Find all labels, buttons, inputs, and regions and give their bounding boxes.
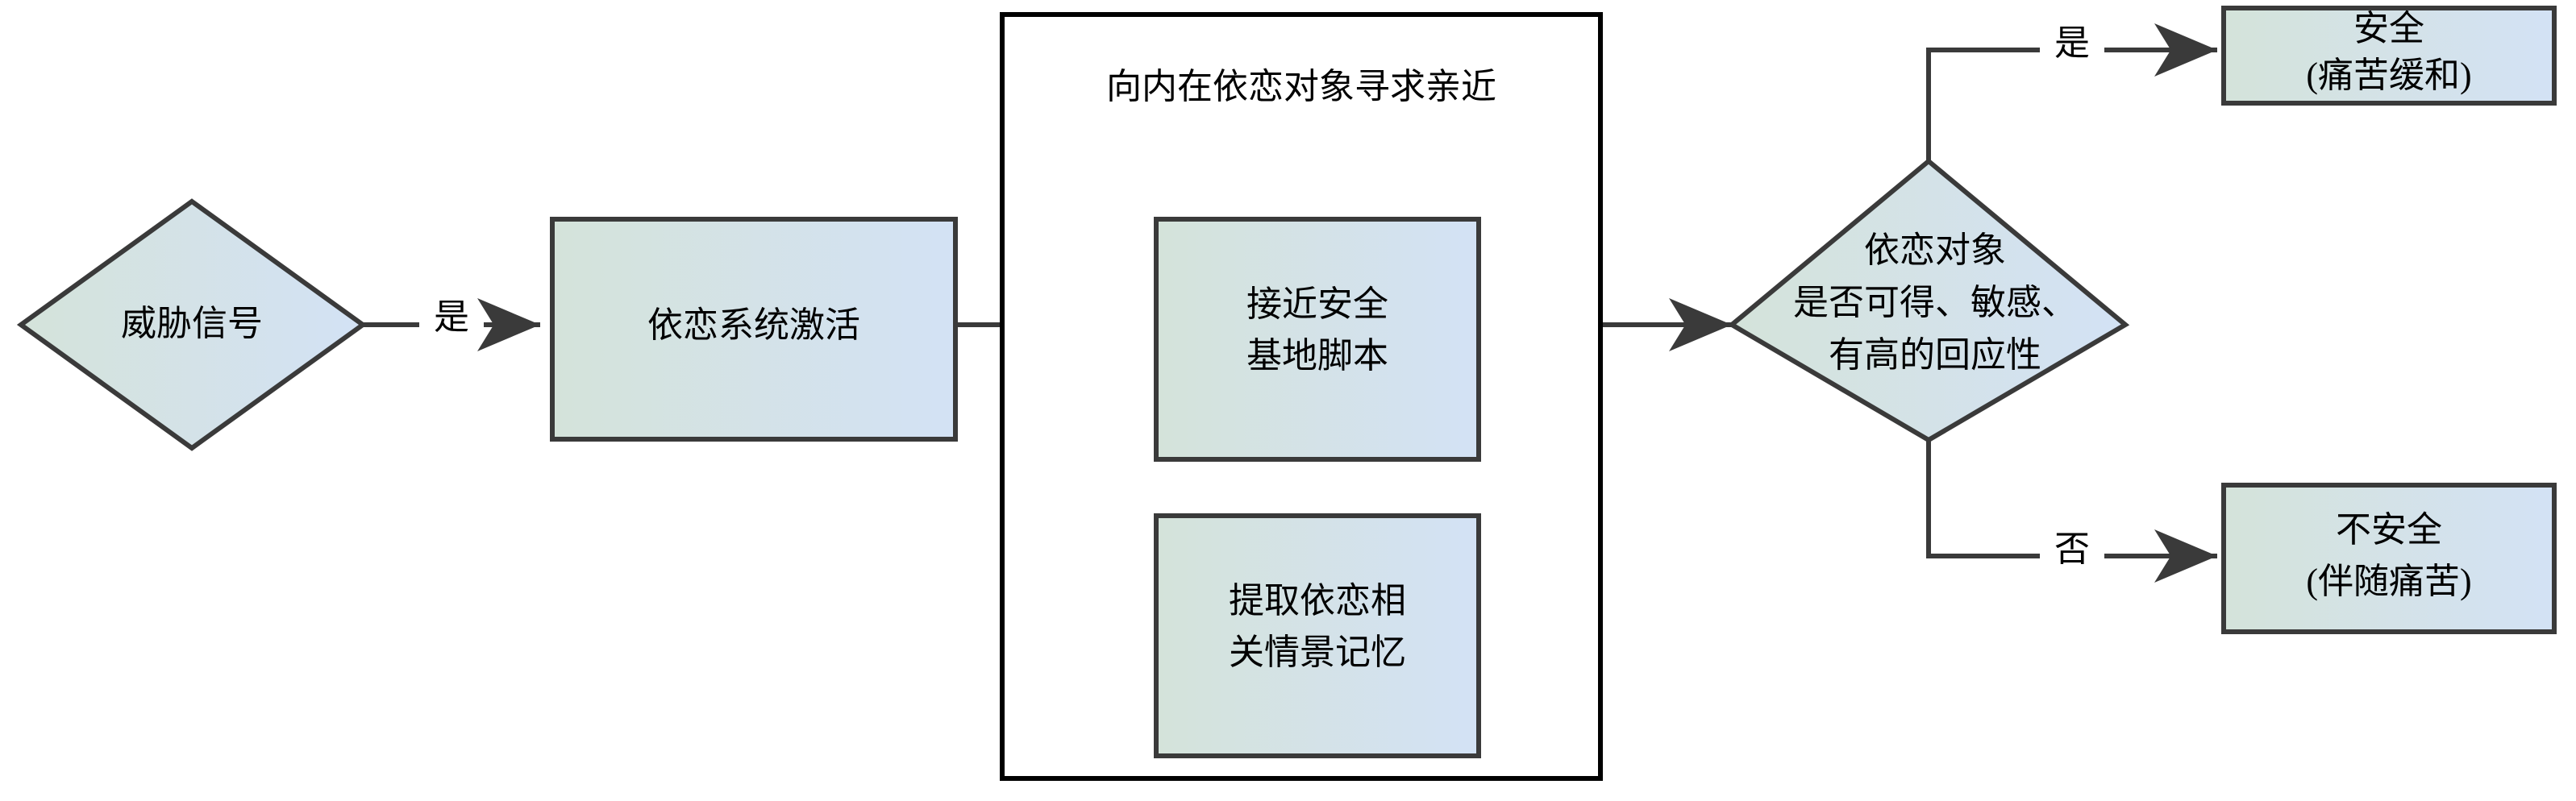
node-episodic-memory[interactable]: 提取依恋相 关情景记忆 [1154, 513, 1481, 758]
container-header-label: 向内在依恋对象寻求亲近 [1106, 67, 1496, 106]
edge-threat-to-activation: 是 [363, 297, 540, 351]
secure-base-script-line1: 接近安全 [1246, 284, 1388, 324]
node-secure-outcome[interactable]: 安全 (痛苦缓和) [2221, 6, 2557, 106]
node-insecure-outcome[interactable]: 不安全 (伴随痛苦) [2221, 483, 2557, 634]
node-secure-base-script[interactable]: 接近安全 基地脚本 [1154, 217, 1481, 462]
node-attachment-activation[interactable]: 依恋系统激活 [550, 217, 958, 442]
insecure-outcome-line2: (伴随痛苦) [2306, 562, 2471, 601]
edge-label-threat-yes: 是 [434, 297, 469, 337]
edge-label-decision-yes: 是 [2054, 23, 2090, 63]
secure-base-script-line2: 基地脚本 [1246, 336, 1388, 376]
edge-label-decision-no: 否 [2054, 529, 2090, 569]
episodic-memory-line2: 关情景记忆 [1229, 633, 1406, 672]
node-threat-signal[interactable]: 威胁信号 [16, 198, 368, 451]
availability-decision-line1: 依恋对象 [1864, 230, 2006, 270]
node-availability-decision[interactable]: 依恋对象 是否可得、敏感、 有高的回应性 [1727, 158, 2130, 443]
secure-outcome-line1: 安全 [2353, 9, 2424, 48]
insecure-outcome-line1: 不安全 [2336, 510, 2442, 550]
threat-signal-label: 威胁信号 [121, 304, 263, 343]
episodic-memory-line1: 提取依恋相 [1229, 581, 1406, 620]
secure-outcome-line2: (痛苦缓和) [2306, 56, 2471, 95]
edge-decision-yes: 是 [1926, 23, 2217, 161]
availability-decision-line2: 是否可得、敏感、 [1793, 283, 2077, 322]
attachment-activation-label: 依恋系统激活 [647, 305, 860, 345]
edge-decision-no: 否 [1926, 440, 2217, 583]
availability-decision-line3: 有高的回应性 [1829, 335, 2041, 375]
